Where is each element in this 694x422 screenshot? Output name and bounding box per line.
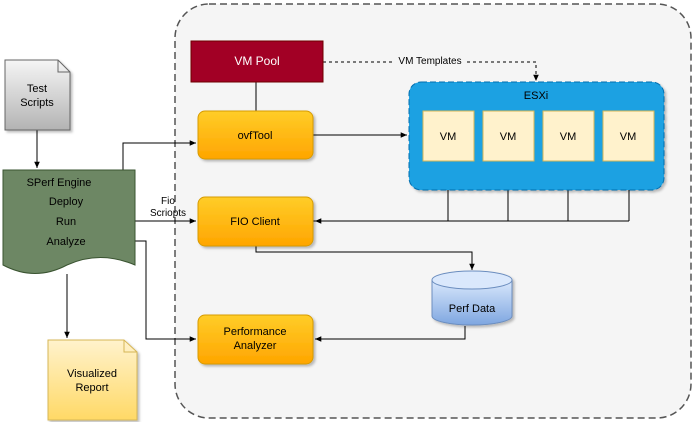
sperf-engine-title: SPerf Engine (27, 177, 92, 189)
edge-perfdata-to-analyzer (315, 326, 466, 342)
perf-data-label: Perf Data (449, 303, 496, 315)
engine-item-analyze: Analyze (46, 236, 85, 248)
ovftool-node (197, 110, 314, 160)
vm-templates-label: VM Templates (393, 54, 467, 68)
esxi-label: ESXi (524, 90, 548, 102)
text-line: Performance (224, 326, 287, 338)
edge-fio-to-perfdata (255, 246, 475, 270)
text-line: Scripts (20, 97, 54, 109)
perf-data-node (431, 270, 513, 326)
esxi-node (408, 81, 665, 191)
vm-label-4: VM (620, 131, 637, 143)
vm-pool-label: VM Pool (234, 54, 279, 68)
vm-templates-text: VM Templates (398, 56, 461, 67)
text-line: Fio (161, 196, 175, 207)
vm-box-1 (422, 110, 475, 162)
vm-pool-node (190, 40, 324, 83)
performance-analyzer-node (197, 314, 314, 365)
text-line: Report (75, 382, 108, 394)
text-line: Test (27, 83, 47, 95)
fio-client-label: FIO Client (230, 216, 280, 228)
visualized-report-node (47, 339, 138, 421)
engine-item-run: Run (56, 216, 76, 228)
vm-box-2 (482, 110, 535, 162)
esxi-vms: VM VM VM VM (422, 110, 655, 162)
test-scripts-node (4, 59, 71, 131)
engine-item-deploy: Deploy (49, 196, 84, 208)
fio-client-node (197, 196, 314, 247)
vm-box-4 (602, 110, 655, 162)
edge-vmpool-to-esxi (323, 61, 539, 81)
vm-box-3 (542, 110, 595, 162)
vm-label-2: VM (500, 131, 517, 143)
sperf-engine-node (2, 169, 136, 274)
text-line: Analyzer (234, 340, 277, 352)
ovftool-label: ovfTool (238, 130, 273, 142)
vm-label-1: VM (440, 131, 457, 143)
text-line: Scriopts (150, 208, 186, 219)
text-line: Visualized (67, 368, 117, 380)
vm-label-3: VM (560, 131, 577, 143)
